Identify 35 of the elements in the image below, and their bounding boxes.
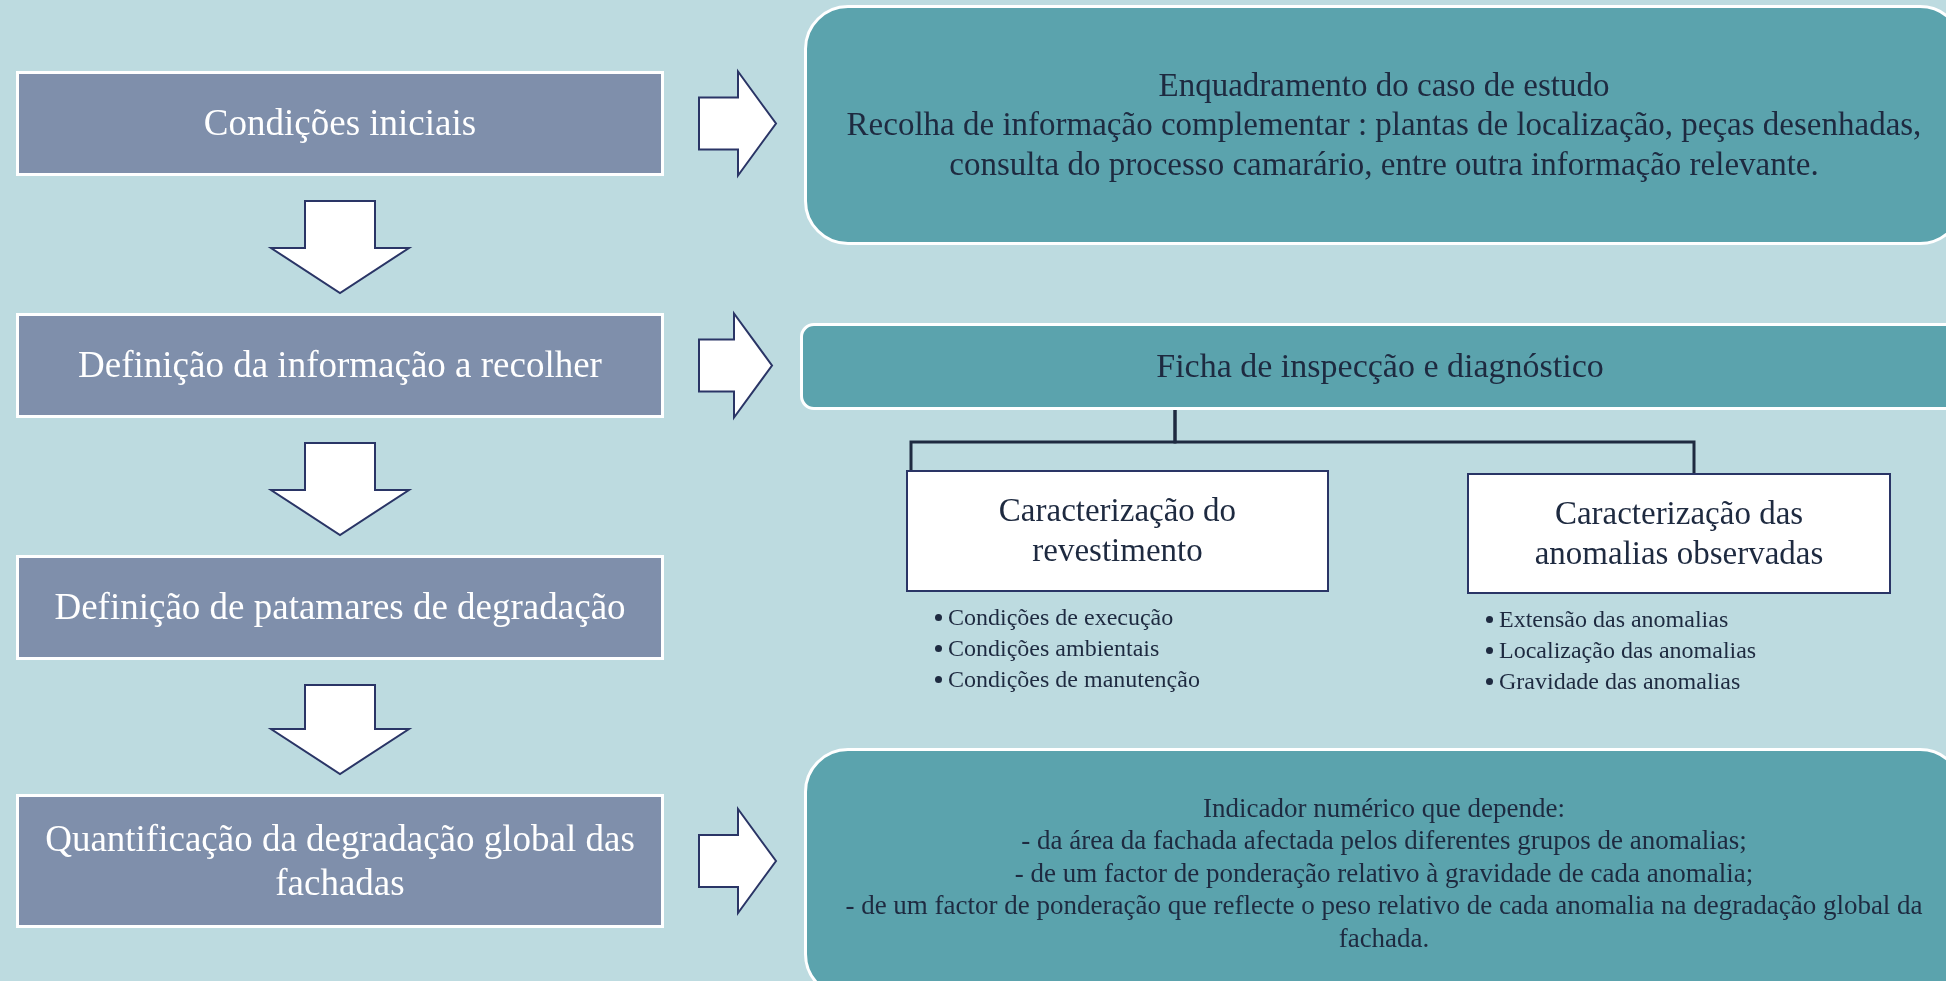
block-arrow — [267, 684, 413, 776]
info-box — [800, 323, 1946, 410]
block-arrow — [267, 442, 413, 537]
step-box — [16, 313, 664, 418]
block-arrow — [698, 805, 778, 917]
category-box — [906, 470, 1329, 592]
bullet-text: Condições de execução — [948, 604, 1174, 631]
box-text: Recolha de informação complementar : plantas de localização, peças desenhadas, consulta do processo camarário, entre outra informação relevante. — [845, 105, 1923, 184]
info-box — [804, 748, 1946, 981]
box-text: Caracterização das anomalias observadas — [1533, 493, 1825, 573]
box-text: - de um factor de ponderação relativo à gravidade de cada anomalia; — [1014, 856, 1754, 890]
bullet-text: Gravidade das anomalias — [1499, 668, 1741, 695]
block-arrow — [698, 68, 778, 179]
step-box — [16, 71, 664, 176]
box-text: Definição de patamares de degradação — [54, 585, 626, 630]
box-heading: Enquadramento do caso de estudo — [1158, 65, 1610, 105]
step-box — [16, 555, 664, 660]
bullet-text: Condições de manutenção — [948, 666, 1200, 693]
box-text: Definição da informação a recolher — [78, 343, 602, 388]
category-box — [1467, 473, 1891, 594]
box-text: - de um factor de ponderação que reflecte o peso relativo de cada anomalia na degradação global da fachada. — [844, 889, 1924, 954]
box-heading: Indicador numérico que depende: — [1202, 792, 1566, 825]
block-arrow — [267, 200, 413, 295]
block-arrow — [698, 310, 774, 421]
step-box — [16, 794, 664, 928]
bullet-text: Extensão das anomalias — [1499, 606, 1729, 633]
box-text: Quantificação da degradação global das fachadas — [44, 816, 636, 905]
bullet-text: Localização das anomalias — [1499, 637, 1757, 664]
info-box — [804, 5, 1946, 245]
bullet-text: Condições ambientais — [948, 635, 1160, 662]
box-text: Caracterização do revestimento — [997, 491, 1238, 570]
box-text: Ficha de inspecção e diagnóstico — [1156, 346, 1604, 387]
connector-line — [1173, 410, 1696, 473]
box-text: Condições iniciais — [203, 101, 477, 146]
box-text: - da área da fachada afectada pelos diferentes grupos de anomalias; — [1021, 824, 1747, 857]
